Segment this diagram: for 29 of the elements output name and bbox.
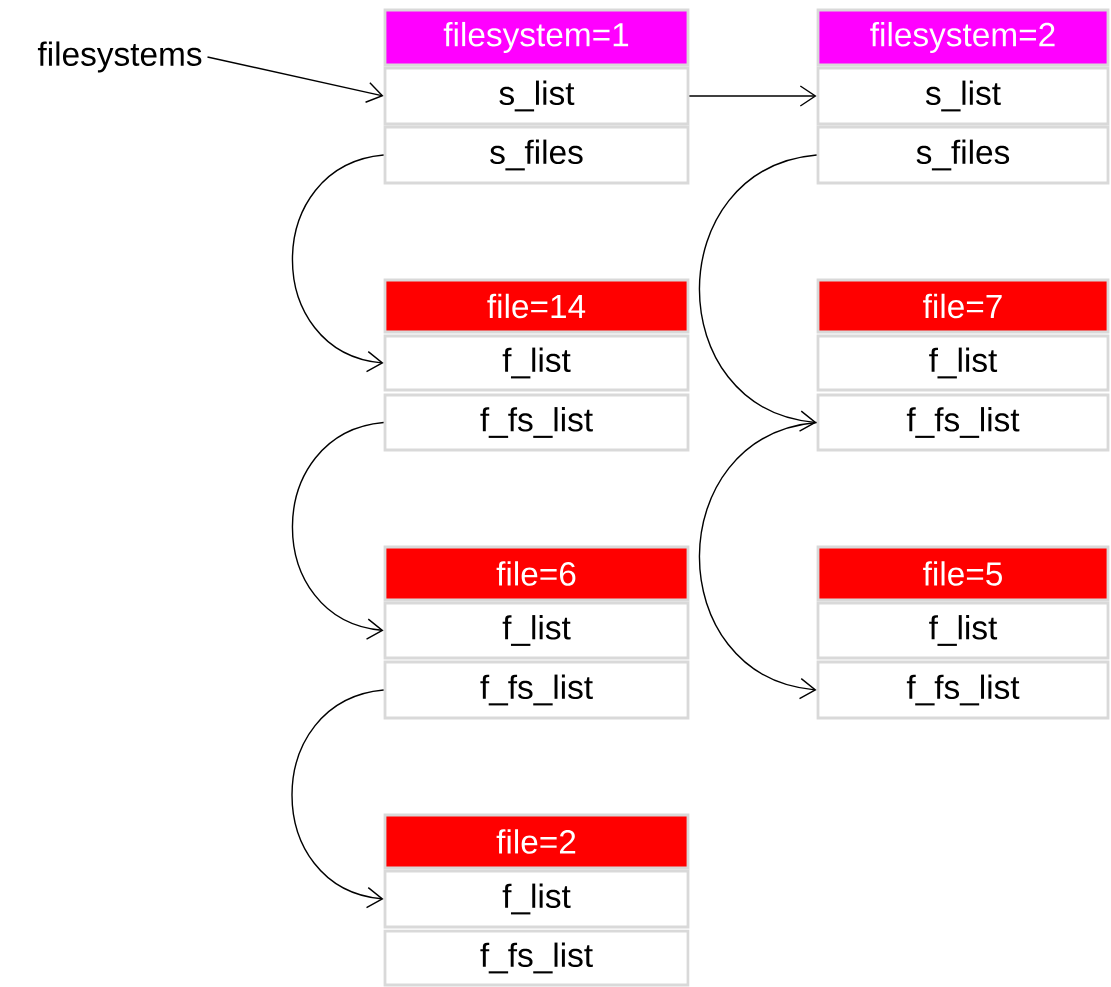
field-cell: f_list xyxy=(383,334,690,392)
struct-header: file=6 xyxy=(383,545,690,602)
struct-header: filesystem=1 xyxy=(383,8,690,67)
arrow xyxy=(291,154,385,373)
field-cell: s_files xyxy=(383,125,690,185)
struct-header: file=14 xyxy=(383,278,690,334)
field-cell: f_list xyxy=(383,869,690,929)
field-cell: f_list xyxy=(816,334,1110,392)
field-cell: s_list xyxy=(383,66,690,126)
field-cell: f_fs_list xyxy=(816,393,1110,452)
pointer-label: filesystems xyxy=(37,41,202,73)
arrow xyxy=(291,689,385,909)
arrow xyxy=(206,56,384,103)
arrow xyxy=(698,154,818,432)
arrow xyxy=(688,85,817,107)
field-cell: s_list xyxy=(816,66,1110,126)
struct-header: file=5 xyxy=(816,545,1110,602)
field-cell: f_fs_list xyxy=(816,660,1110,720)
struct-header: filesystem=2 xyxy=(816,8,1110,67)
field-cell: s_files xyxy=(816,125,1110,185)
arrow xyxy=(698,421,818,700)
field-cell: f_list xyxy=(383,601,690,660)
struct-header: file=7 xyxy=(816,278,1110,334)
field-cell: f_fs_list xyxy=(383,660,690,720)
field-cell: f_list xyxy=(816,601,1110,660)
struct-header: file=2 xyxy=(383,813,690,870)
field-cell: f_fs_list xyxy=(383,393,690,452)
field-cell: f_fs_list xyxy=(383,929,690,987)
arrow xyxy=(291,421,385,640)
